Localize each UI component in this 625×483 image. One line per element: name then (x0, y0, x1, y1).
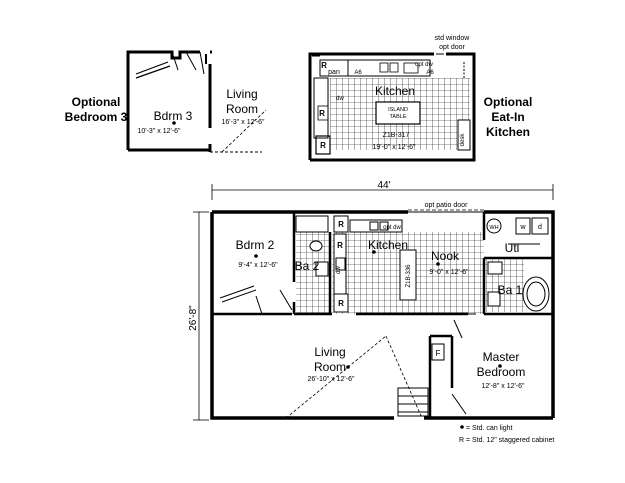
nook-size: 9'-0" x 12'-6" (429, 269, 469, 276)
water-heater-label: WH (489, 225, 498, 231)
bedroom-2-name: Bdrm 2 (236, 238, 275, 252)
kitchen-name: Kitchen (368, 238, 408, 252)
optional-bedroom-3-plan: Optional Bedroom 3 Bdrm 3 10'-3" x 12'-6… (65, 50, 267, 153)
living-room-line2: Room (314, 360, 346, 374)
island-table-line2: TABLE (389, 114, 406, 120)
cabinet-r-a: R (338, 220, 344, 229)
cabinet-a6-right: A6 (426, 70, 434, 76)
cabinet-r-c: R (338, 299, 344, 308)
can-light-marker (172, 121, 176, 125)
optional-kitchen-title-line3: Kitchen (486, 125, 530, 139)
kitchen-door-note: opt door (439, 44, 465, 51)
opt-dishwasher-main: opt dw (383, 225, 401, 231)
overall-depth: 26'-8" (188, 305, 199, 331)
cabinet-r-1: R (321, 61, 327, 70)
can-light-marker (498, 364, 502, 368)
bedroom-3-size: 10'-3" x 12'-6" (137, 128, 181, 135)
bath-1-fixtures (487, 261, 550, 312)
legend: = Std. can light R = Std. 12" staggered … (459, 425, 554, 444)
cabinet-r-3: R (320, 141, 326, 150)
opt-dishwasher-label: opt dw (415, 62, 433, 68)
depth-dimension (193, 211, 209, 421)
kitchen-window-note: std window (435, 35, 471, 42)
bedroom-3-name: Bdrm 3 (154, 109, 193, 123)
island-table-line1: ISLAND (388, 107, 408, 113)
optional-kitchen-size: 19'-0" x 12'-6" (372, 144, 416, 151)
optional-kitchen-title-line1: Optional (484, 95, 533, 109)
washer-label: w (519, 224, 526, 231)
optional-kitchen-code: Z1B-317 (383, 132, 410, 139)
bath-2-fixtures (295, 215, 329, 277)
dryer-label: d (538, 224, 542, 231)
cabinet-r-2: R (319, 109, 325, 118)
nook-name: Nook (431, 249, 460, 263)
can-light-marker (372, 250, 376, 254)
dishwasher-label: dw (336, 96, 344, 102)
legend-can-light: = Std. can light (466, 425, 513, 432)
can-light-marker (254, 254, 258, 258)
legend-can-light-dot (460, 425, 464, 429)
living-room-line1: Living (314, 345, 345, 359)
optional-eat-in-kitchen-plan: std window opt door Optional Eat-In Kitc… (308, 35, 533, 162)
master-bedroom-size: 12'-8" x 12'-6" (481, 383, 525, 390)
optional-bedroom-title-line2: Bedroom 3 (65, 110, 128, 124)
kitchen-appliances (333, 215, 417, 313)
living-room-vault-lines (285, 335, 423, 419)
bedroom-2-closet (219, 211, 293, 315)
kitchen-code: Z1B-336 (406, 264, 412, 288)
dishwasher-main: dw (336, 265, 342, 273)
optional-bedroom-title-line1: Optional (72, 95, 121, 109)
utility-label: Utl (505, 241, 520, 255)
overall-width: 44' (377, 180, 390, 191)
utility-fixtures (486, 217, 549, 245)
interior-walls (212, 212, 553, 418)
can-light-marker (436, 262, 440, 266)
bath-1-label: Ba 1 (498, 283, 523, 297)
closet-f-label: F (436, 349, 441, 358)
master-bedroom-line2: Bedroom (477, 365, 526, 379)
width-dimension (211, 184, 554, 200)
legend-cabinet: R = Std. 12" staggered cabinet (459, 437, 554, 444)
optional-living-room-line1: Living (226, 87, 257, 101)
master-closet-f (431, 343, 445, 361)
can-light-marker (346, 365, 350, 369)
desk-label: desk (460, 133, 466, 147)
living-room-size: 26'-10" x 12'-6" (308, 376, 355, 383)
bedroom-3-walls (126, 50, 267, 153)
optional-kitchen-title-line2: Eat-In (491, 110, 524, 124)
bath-2-label: Ba 2 (295, 259, 320, 273)
master-bedroom-line1: Master (483, 350, 520, 364)
pantry-label: pan (328, 69, 340, 76)
cabinet-r-b: R (337, 241, 343, 250)
optional-kitchen-name: Kitchen (375, 84, 415, 98)
master-doors (451, 313, 476, 415)
entry-steps (397, 387, 429, 417)
optional-living-room-line2: Room (226, 102, 258, 116)
bedroom-2-size: 9'-4" x 12'-6" (238, 262, 278, 269)
optional-living-room-size: 16'-3" x 12'-6" (221, 119, 265, 126)
cabinet-a6-left: A6 (354, 70, 362, 76)
opt-patio-door-note: opt patio door (425, 202, 468, 209)
main-floor-plan: 44' 26'-8" opt patio door (188, 180, 555, 421)
